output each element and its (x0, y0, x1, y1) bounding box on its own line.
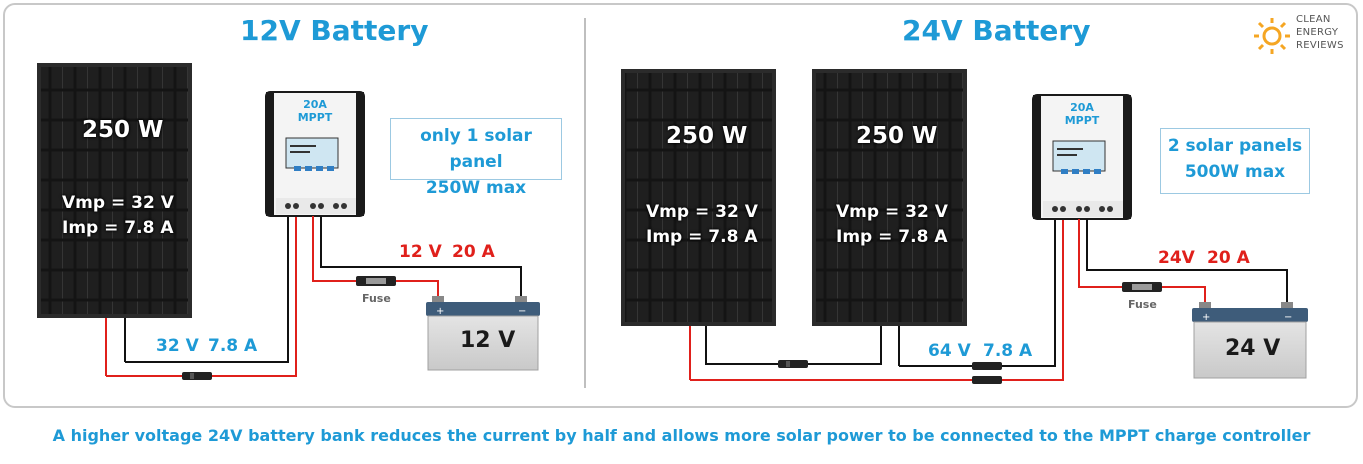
panel-wattage: 250 W (82, 117, 164, 143)
wire-pv-negative-24v (899, 216, 1056, 367)
mc4-connector (182, 372, 212, 380)
mc4-connector-series (778, 360, 808, 368)
output-current-24v: 20 A (1207, 248, 1250, 268)
wire-pv-positive-24v (690, 216, 1064, 381)
panel-imp: Imp = 7.8 A (62, 218, 174, 238)
svg-text:−: − (1284, 312, 1292, 323)
section-title-24v: 24V Battery (902, 14, 1091, 47)
solar-panel-12v (37, 63, 192, 318)
battery-12v: + − (426, 296, 540, 371)
logo-line3: REVIEWS (1296, 40, 1344, 51)
fuse-label-12v: Fuse (362, 292, 391, 305)
wire-battery-negative (320, 216, 522, 300)
svg-text:−: − (518, 306, 526, 317)
controller-amps: 20A (303, 98, 327, 111)
controller-type: MPPT (297, 111, 333, 124)
wire-pv-negative (125, 216, 289, 363)
wiring-diagram: + − (37, 63, 1308, 384)
clean-energy-reviews-logo (1254, 18, 1290, 54)
panel-a-wattage: 250 W (666, 123, 748, 149)
panel-a-imp: Imp = 7.8 A (646, 227, 758, 247)
battery-24v: + − (1192, 302, 1308, 379)
info-box-12v: only 1 solar panel 250W max (390, 118, 562, 198)
fuse-12v (356, 276, 396, 286)
section-divider (584, 18, 586, 388)
charge-controller-24v (1032, 94, 1132, 220)
controller-rating: 20A MPPT (285, 98, 345, 124)
caption: A higher voltage 24V battery bank reduce… (52, 426, 1311, 445)
wire-pv-positive (106, 216, 297, 377)
info-box-24v: 2 solar panels 500W max (1160, 128, 1310, 194)
solar-panel-24v-b (812, 69, 967, 326)
panel-a-vmp: Vmp = 32 V (646, 202, 758, 222)
battery-voltage-12v: 12 V (460, 328, 516, 353)
info-line1: only 1 solar panel (420, 126, 532, 172)
output-current-12v: 20 A (452, 242, 495, 262)
panel-b-wattage: 250 W (856, 123, 938, 149)
panel-b-imp: Imp = 7.8 A (836, 227, 948, 247)
svg-text:+: + (1202, 312, 1210, 323)
sun-icon (1254, 18, 1290, 54)
svg-text:+: + (436, 306, 444, 317)
battery-voltage-24v: 24 V (1225, 336, 1281, 361)
logo-line1: CLEAN (1296, 14, 1331, 25)
input-voltage-12v: 32 V (156, 336, 199, 356)
input-current-12v: 7.8 A (208, 336, 258, 356)
info-line2: 250W max (425, 178, 527, 198)
fuse-label-24v: Fuse (1128, 298, 1157, 311)
controller-amps-24v: 20A (1070, 101, 1094, 114)
panel-vmp: Vmp = 32 V (62, 193, 174, 213)
info-line1-24v: 2 solar panels (1167, 136, 1303, 156)
logo-line2: ENERGY (1296, 27, 1339, 38)
mc4-connectors-24v (972, 362, 1002, 384)
output-voltage-12v: 12 V (399, 242, 442, 262)
charge-controller-12v (265, 91, 365, 217)
logo-text: CLEAN ENERGY REVIEWS (1296, 13, 1344, 52)
controller-type-24v: MPPT (1064, 114, 1100, 127)
wire-battery-negative-24v (1086, 219, 1288, 306)
solar-panel-24v-a (621, 69, 776, 326)
input-current-24v: 7.8 A (983, 341, 1033, 361)
controller-rating-24v: 20A MPPT (1052, 101, 1112, 127)
fuse-24v (1122, 282, 1162, 292)
info-line2-24v: 500W max (1184, 162, 1286, 182)
wire-series-link (705, 326, 882, 365)
panel-b-vmp: Vmp = 32 V (836, 202, 948, 222)
input-voltage-24v: 64 V (928, 341, 971, 361)
output-voltage-24v: 24V (1158, 248, 1195, 268)
section-title-12v: 12V Battery (240, 14, 429, 47)
